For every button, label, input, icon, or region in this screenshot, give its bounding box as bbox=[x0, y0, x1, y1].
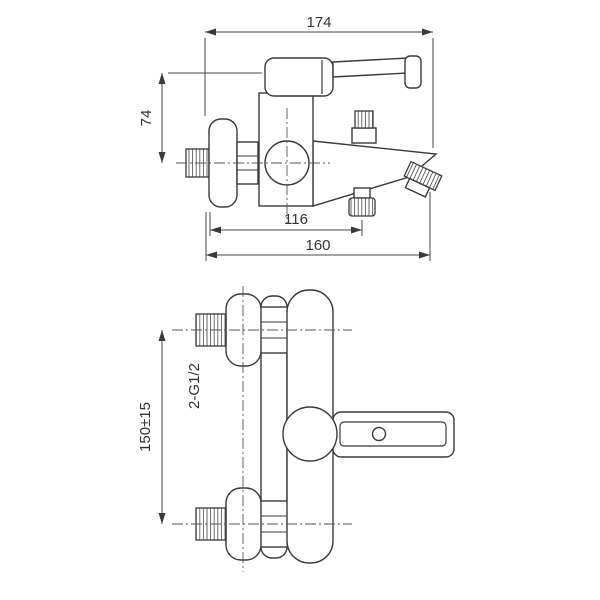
dimension-inlet-spacing: 150±15 bbox=[137, 330, 166, 524]
arrowhead bbox=[158, 73, 166, 84]
handle-lever-side bbox=[332, 57, 409, 78]
dim-label-diverter-center: 116 bbox=[284, 211, 308, 228]
dim-label-inlet-spacing: 150±15 bbox=[137, 402, 154, 452]
arrowhead bbox=[205, 28, 216, 36]
front-view: 150±15 2-G1/2 bbox=[137, 286, 455, 572]
handle-front bbox=[332, 411, 455, 458]
aerator bbox=[403, 160, 443, 198]
faucet-front-profile bbox=[195, 289, 455, 564]
faucet-side-profile bbox=[185, 55, 443, 217]
dimension-diverter-center: 116 bbox=[209, 211, 363, 236]
arrowhead bbox=[419, 251, 430, 259]
handle-screw-hole bbox=[371, 426, 387, 442]
side-view: 174 74 116 160 bbox=[138, 14, 443, 261]
dim-label-spout-reach: 160 bbox=[305, 237, 330, 254]
arrowhead bbox=[351, 226, 362, 234]
arrowhead bbox=[158, 152, 166, 163]
dim-label-height: 74 bbox=[138, 110, 155, 127]
handle-outer bbox=[332, 411, 455, 458]
cartridge-housing bbox=[264, 57, 334, 97]
diverter-knob bbox=[354, 110, 374, 129]
dimension-height: 74 bbox=[138, 72, 262, 163]
arrowhead bbox=[422, 28, 433, 36]
dimension-overall-width: 174 bbox=[204, 14, 434, 148]
dim-label-overall-width: 174 bbox=[306, 14, 331, 31]
arrowhead bbox=[158, 330, 166, 341]
handle-inner-contour bbox=[339, 421, 447, 447]
diverter-base bbox=[351, 127, 377, 144]
lower-knob-stem bbox=[353, 187, 371, 199]
arrowhead bbox=[210, 226, 221, 234]
aerator-tip bbox=[404, 177, 431, 198]
thread-size-label: 2-G1/2 bbox=[186, 363, 203, 409]
lower-knob-knurl bbox=[348, 197, 376, 217]
cartridge-circle bbox=[282, 406, 338, 462]
dimension-spout-reach: 160 bbox=[205, 192, 431, 261]
arrowhead bbox=[206, 251, 217, 259]
arrowhead bbox=[158, 513, 166, 524]
handle-tip-side bbox=[404, 55, 422, 89]
